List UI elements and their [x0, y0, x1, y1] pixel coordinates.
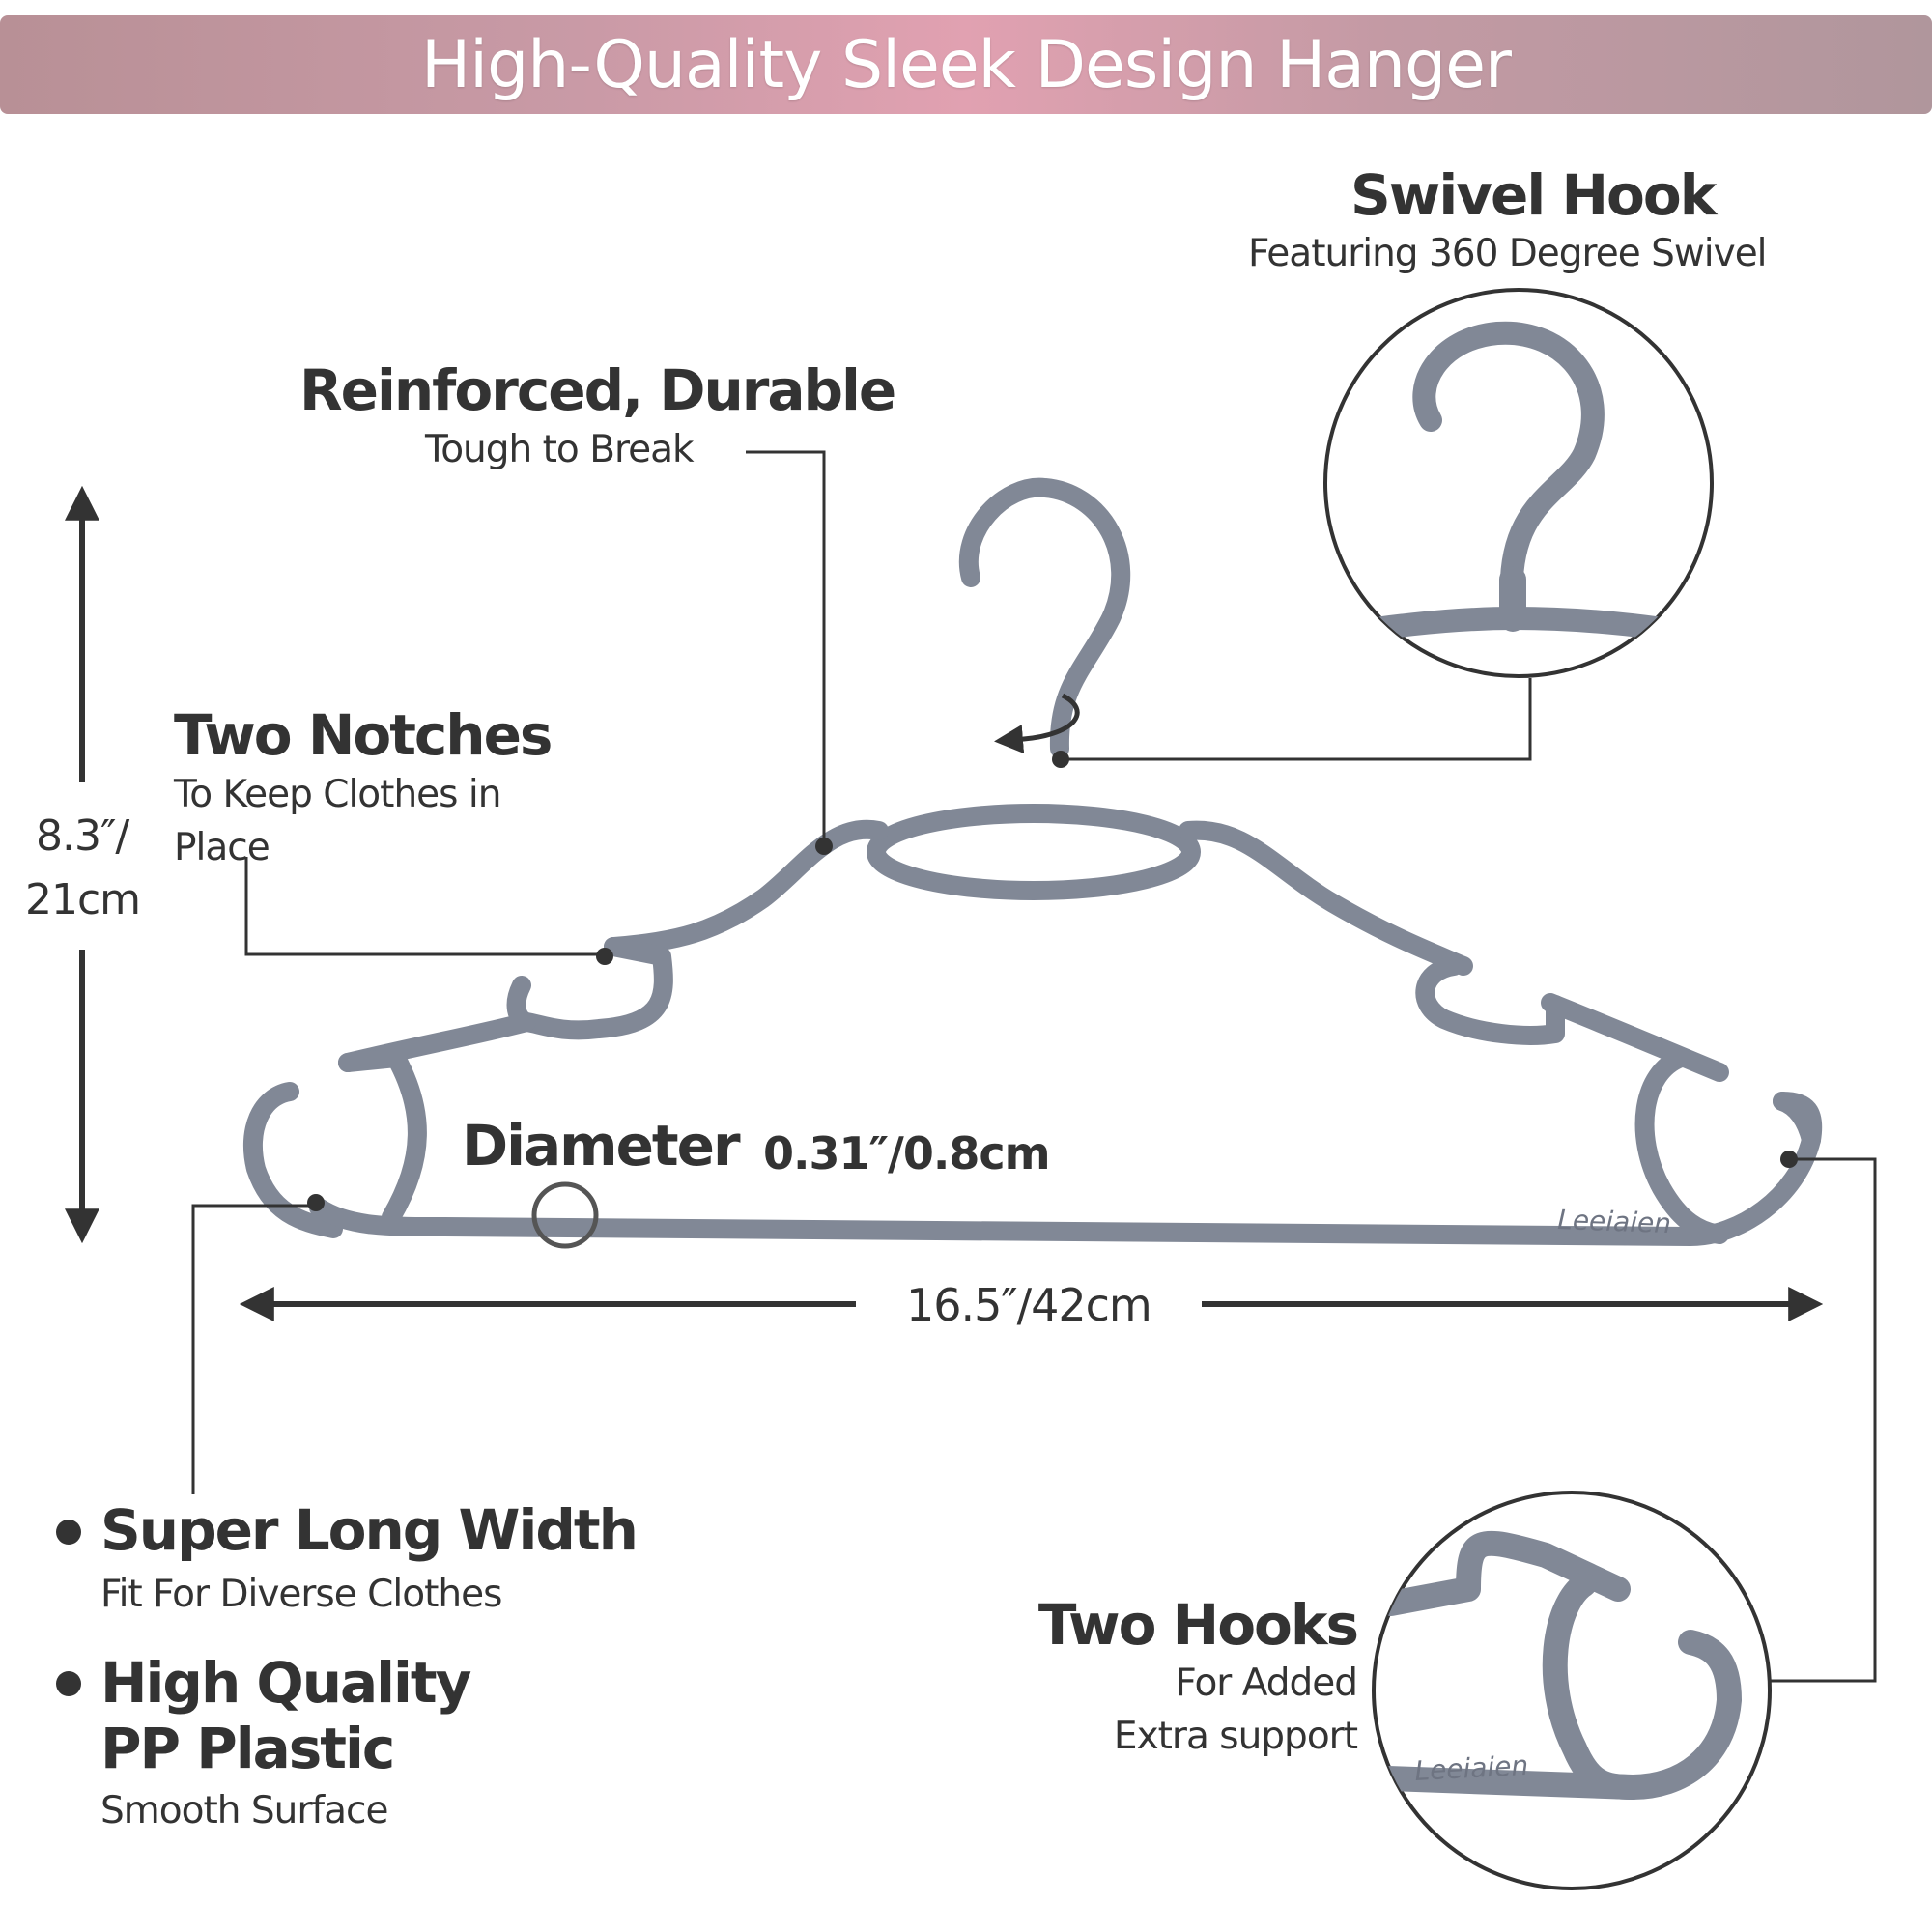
- diameter-value: 0.31″/0.8cm: [763, 1127, 1051, 1179]
- notches-subtitle-line1: To Keep Clothes in: [174, 773, 501, 816]
- two-hooks-callout-line: [1767, 1157, 1877, 1683]
- reinforced-title: Reinforced, Durable: [299, 357, 896, 423]
- pp-plastic-subtitle: Smooth Surface: [100, 1789, 388, 1833]
- swivel-hook-title: Swivel Hook: [1350, 162, 1717, 228]
- bullet-pp-plastic: [56, 1671, 81, 1696]
- reinforced-subtitle: Tough to Break: [425, 428, 695, 471]
- two-hooks-subtitle-line1: For Added: [1175, 1662, 1358, 1705]
- diameter-marker: [531, 1181, 599, 1249]
- notches-title: Two Notches: [174, 702, 553, 768]
- swivel-hook-subtitle: Featuring 360 Degree Swivel: [1248, 232, 1768, 275]
- title-banner: High-Quality Sleek Design Hanger: [0, 15, 1932, 114]
- hanger-right-shoulder: [1179, 820, 1473, 976]
- height-label-line2: 21cm: [25, 875, 141, 924]
- height-label-line1: 8.3″/: [36, 811, 129, 861]
- swivel-callout-line: [1061, 678, 1532, 761]
- page-title: High-Quality Sleek Design Hanger: [421, 26, 1512, 103]
- width-label: 16.5″/42cm: [906, 1279, 1152, 1331]
- bullet-long-width: [56, 1520, 81, 1545]
- notches-callout-line: [244, 857, 605, 956]
- right-notch-outer: [1634, 1048, 1729, 1244]
- swivel-hook-zoom: [1323, 288, 1714, 678]
- right-arm: [1541, 993, 1729, 1082]
- two-hooks-title: Two Hooks: [1037, 1592, 1359, 1658]
- right-end-hook: [1773, 1092, 1821, 1150]
- two-hooks-zoom: Leeiaien: [1372, 1491, 1772, 1890]
- width-callout-line: [191, 1204, 316, 1494]
- zoom-brand-engraving: Leeiaien: [1414, 1749, 1529, 1787]
- pp-plastic-title-line2: PP Plastic: [100, 1716, 395, 1781]
- left-notch-inner: [506, 937, 673, 1040]
- two-hooks-subtitle-line2: Extra support: [1113, 1715, 1358, 1758]
- long-width-subtitle: Fit For Diverse Clothes: [100, 1573, 502, 1616]
- hanger-left-shoulder: [604, 819, 889, 956]
- callout-dots: [307, 751, 1798, 1211]
- long-width-title: Super Long Width: [100, 1497, 639, 1563]
- left-end-hook: [242, 1082, 343, 1238]
- notches-subtitle-line2: Place: [174, 826, 270, 869]
- swivel-arrow-icon: [994, 693, 1080, 754]
- callout-lines: [191, 450, 1877, 1683]
- pp-plastic-title-line1: High Quality: [100, 1650, 471, 1716]
- hanger-hook: [959, 477, 1131, 758]
- hanger-grip-oval: [867, 804, 1201, 900]
- right-notch-inner: [1415, 956, 1565, 1045]
- diameter-label: Diameter: [462, 1113, 741, 1179]
- left-notch-outer: [338, 1048, 427, 1227]
- reinforced-callout-line: [746, 450, 826, 846]
- hanger-illustration: [242, 477, 1823, 1246]
- brand-engraving: Leeiaien: [1557, 1204, 1672, 1239]
